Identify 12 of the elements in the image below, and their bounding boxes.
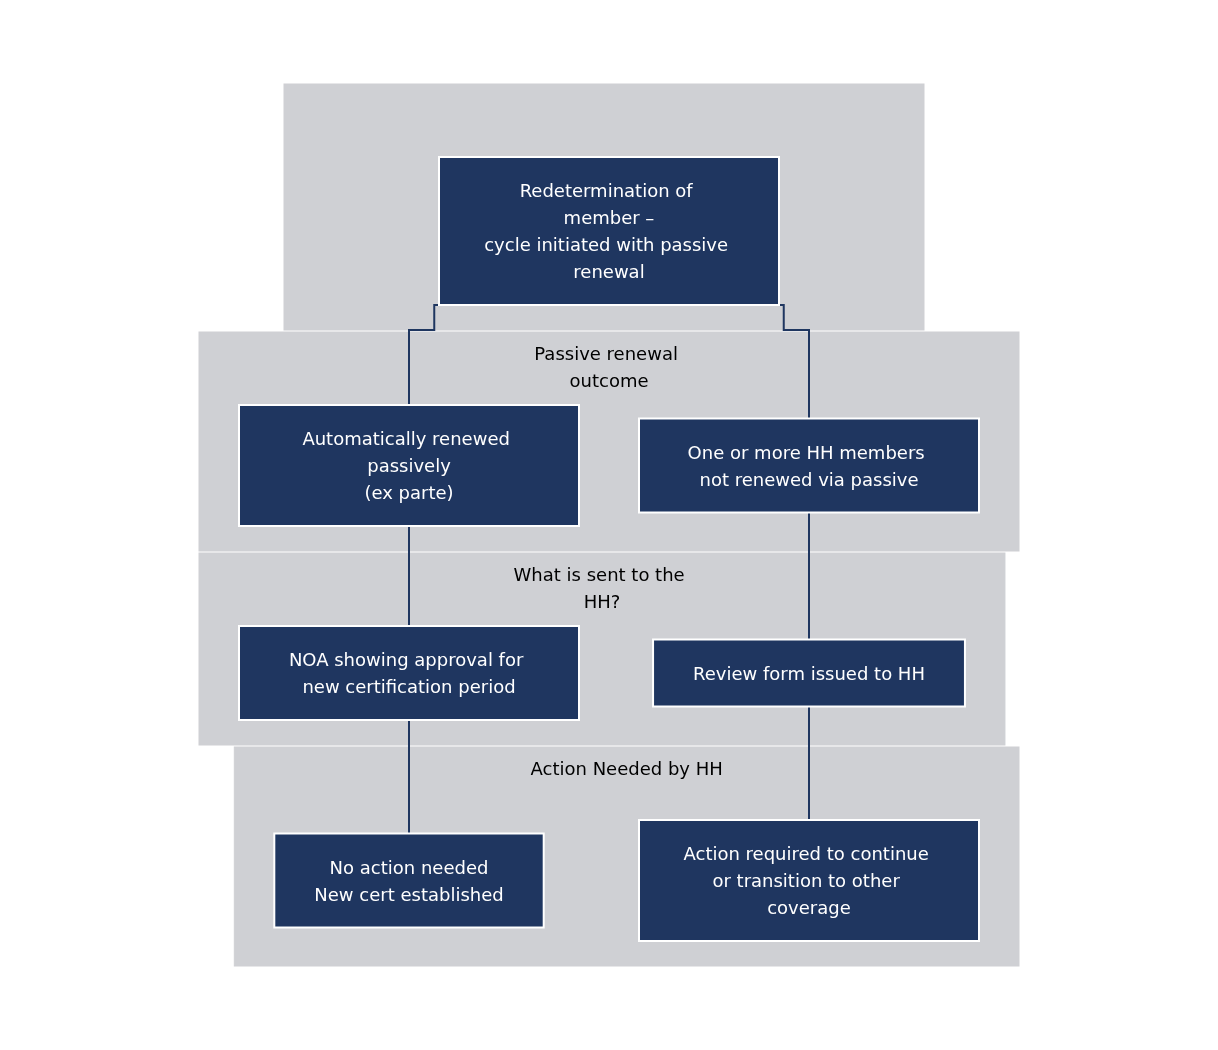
node-box: Action required to continue or transition to other coverage bbox=[638, 819, 980, 942]
connector bbox=[408, 719, 410, 835]
node-box: No action needed New cert established bbox=[273, 832, 545, 929]
connector bbox=[808, 511, 810, 641]
node-box: One or more HH members not renewed via passive bbox=[638, 417, 980, 514]
connector bbox=[808, 705, 810, 821]
node-box: Redetermination of member – cycle initiated with passive renewal bbox=[438, 156, 780, 306]
connector bbox=[408, 525, 410, 627]
node-box: Review form issued to HH bbox=[652, 638, 966, 708]
node-box: NOA showing approval for new certification period bbox=[238, 625, 580, 721]
cluster bbox=[283, 83, 925, 331]
node-box: Automatically renewed passively (ex parte) bbox=[238, 404, 580, 527]
